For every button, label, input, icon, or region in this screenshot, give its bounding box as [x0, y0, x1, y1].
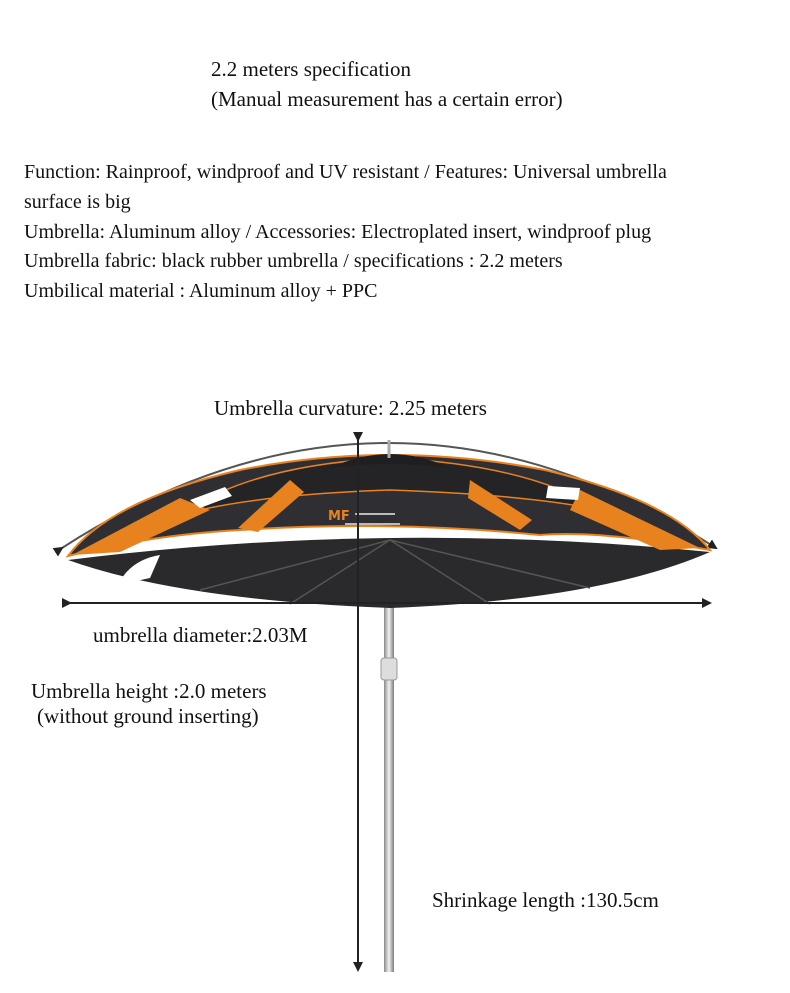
height-note: (without ground inserting) — [37, 704, 259, 728]
diameter-label: umbrella diameter:2.03M — [93, 623, 308, 647]
shrinkage-label: Shrinkage length :130.5cm — [432, 888, 659, 912]
spec-title: 2.2 meters specification — [211, 57, 412, 81]
feature-function-cont: surface is big — [24, 191, 131, 213]
orange-panel-midright — [468, 480, 532, 530]
brand-logo: MF — [328, 509, 350, 524]
feature-umbrella: Umbrella: Aluminum alloy / Accessories: … — [24, 221, 652, 243]
feature-function: Function: Rainproof, windproof and UV re… — [24, 161, 667, 183]
spec-note: (Manual measurement has a certain error) — [211, 87, 563, 111]
height-label: Umbrella height :2.0 meters — [31, 679, 267, 703]
pole-clip — [380, 657, 398, 681]
feature-fabric: Umbrella fabric: black rubber umbrella /… — [24, 250, 563, 272]
orange-panel-left — [72, 498, 210, 555]
umbrella-pole — [384, 540, 394, 972]
canopy-underside — [68, 537, 710, 608]
curvature-label: Umbrella curvature: 2.25 meters — [214, 396, 487, 420]
orange-panel-right — [570, 490, 700, 550]
orange-panel-midleft — [238, 480, 304, 532]
feature-material: Umbilical material : Aluminum alloy + PP… — [24, 280, 378, 302]
